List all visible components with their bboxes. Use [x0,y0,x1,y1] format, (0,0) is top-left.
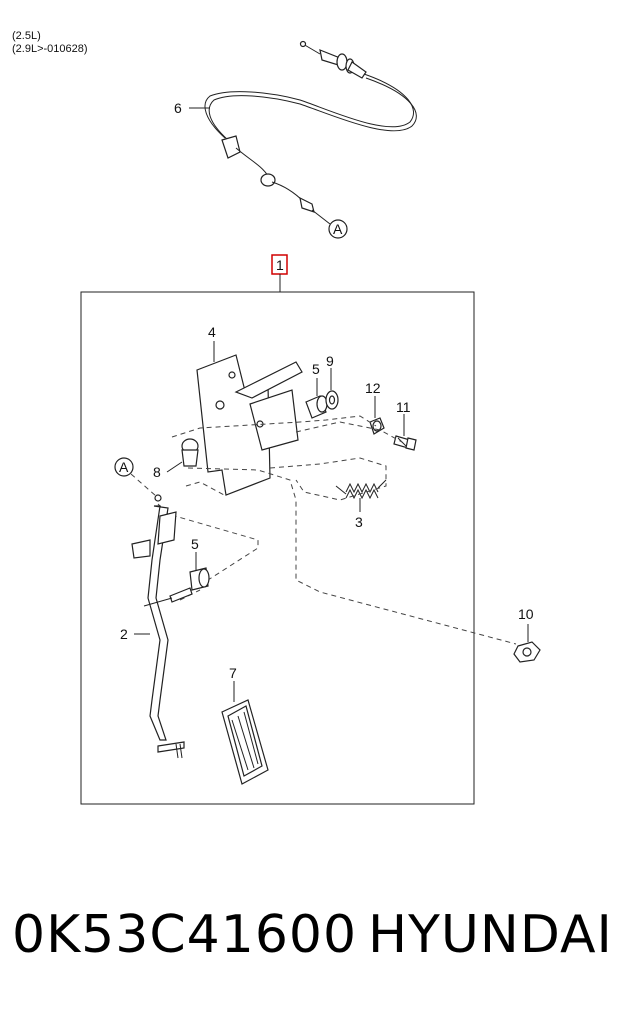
callout-6: 6 [174,100,182,116]
callout-9: 9 [326,353,334,369]
engine-note-2-5l: (2.5L) [12,30,41,42]
ref-marker-left [114,457,134,477]
pedal-arm [131,494,185,759]
ref-marker-top-label: A [333,221,343,237]
callout-2: 2 [120,626,128,642]
brand-name: HYUNDAI [368,905,613,965]
callout-5-upper: 5 [312,361,320,377]
callout-11: 11 [396,399,411,415]
stopper [181,438,199,467]
engine-note-2-9l: (2.9L>-010628) [12,43,88,55]
callout-12: 12 [365,380,381,396]
washer [325,390,339,410]
callout-8: 8 [153,464,161,480]
pedal-bracket [196,354,303,496]
callout-10: 10 [518,606,534,622]
ref-marker-top [328,219,348,239]
bushing-lower [143,567,210,607]
bushing-upper [305,395,328,419]
pedal-pad [221,699,269,785]
return-spring [335,479,387,500]
bolt [393,435,417,451]
callout-7: 7 [229,665,237,681]
accelerator-cable [204,40,417,225]
callout-4: 4 [208,324,216,340]
part-number: 0K53C41600 [12,905,358,965]
assembly-frame [80,291,475,805]
ref-marker-left-label: A [119,459,129,475]
callout-1: 1 [276,257,284,273]
callout-5-lower: 5 [191,536,199,552]
callout-3: 3 [355,514,363,530]
nut-small [369,417,385,435]
nut-large [513,641,541,663]
